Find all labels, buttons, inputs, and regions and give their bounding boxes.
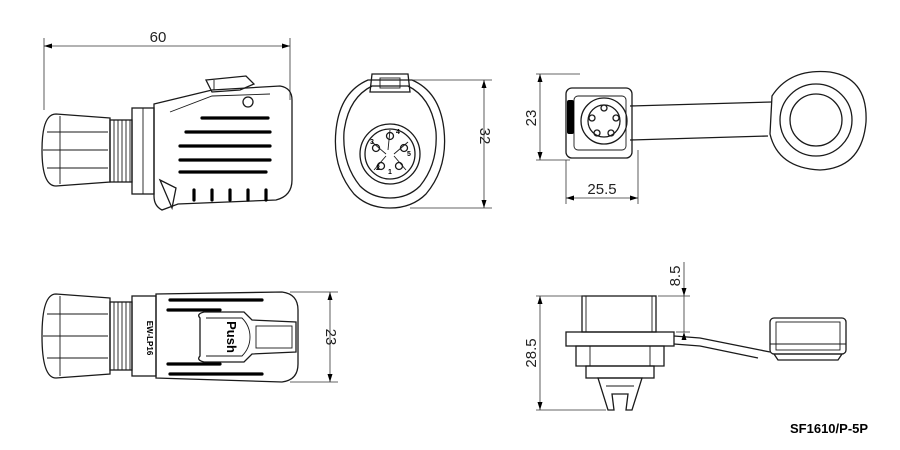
side-view: 60: [41, 29, 293, 211]
pin-number-4: 4: [396, 129, 400, 136]
panel-side-view: 8.5 28.5: [523, 262, 847, 411]
top-view: Push EW-LP16 23: [41, 291, 339, 383]
dim-bottom-height: 23: [322, 329, 339, 346]
dim-overall-length: 60: [150, 29, 167, 46]
pin-number-2: 2: [376, 165, 380, 172]
front-view: 1 2 3 4 5 32: [334, 73, 493, 209]
pin-number-1: 1: [388, 169, 392, 176]
dim-front-height: 32: [476, 128, 493, 145]
pin-number-3: 3: [370, 139, 374, 146]
dim-socket-width: 25.5: [587, 181, 616, 198]
side-body-text: EW-LP16: [145, 321, 154, 356]
receptacle-front-view: 23 25.5: [523, 70, 867, 204]
dim-panel-offset: 8.5: [667, 266, 684, 287]
pin-number-5: 5: [407, 151, 411, 158]
part-code-label: SF1610/P-5P: [790, 421, 869, 436]
push-label: Push: [224, 321, 239, 353]
dim-panel-height: 28.5: [523, 338, 540, 367]
dim-socket-height: 23: [523, 110, 540, 127]
